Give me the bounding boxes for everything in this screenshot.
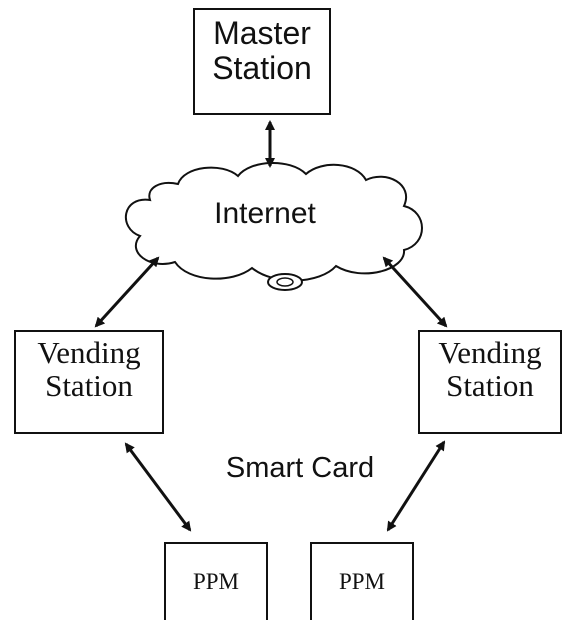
ppm-right-label: PPM [338, 568, 386, 594]
vending-station-right-node: Vending Station [418, 330, 562, 434]
cloud-base-ring-inner [276, 277, 294, 287]
smart-card-label: Smart Card [225, 452, 375, 484]
arrow-internet-vending-left [94, 256, 160, 328]
internet-label: Internet [214, 197, 316, 230]
vending-right-label-line2: Station [446, 368, 534, 404]
master-station-node: Master Station [193, 8, 331, 115]
arrow-vending-left-ppm [124, 442, 192, 532]
vending-right-label-line1: Vending [438, 335, 542, 370]
cloud-base-ring [267, 273, 303, 291]
vending-station-left-node: Vending Station [14, 330, 164, 434]
master-station-label-line1: Master [213, 15, 311, 51]
internet-cloud-shape [124, 162, 423, 282]
vending-left-label-line1: Vending [37, 335, 141, 370]
ppm-left-node: PPM [164, 542, 268, 620]
arrow-internet-vending-right [382, 256, 448, 328]
vending-left-label-line2: Station [45, 368, 133, 404]
master-station-label-line2: Station [212, 49, 312, 86]
arrow-vending-right-ppm [386, 440, 446, 532]
ppm-left-label: PPM [192, 568, 240, 594]
ppm-right-node: PPM [310, 542, 414, 620]
